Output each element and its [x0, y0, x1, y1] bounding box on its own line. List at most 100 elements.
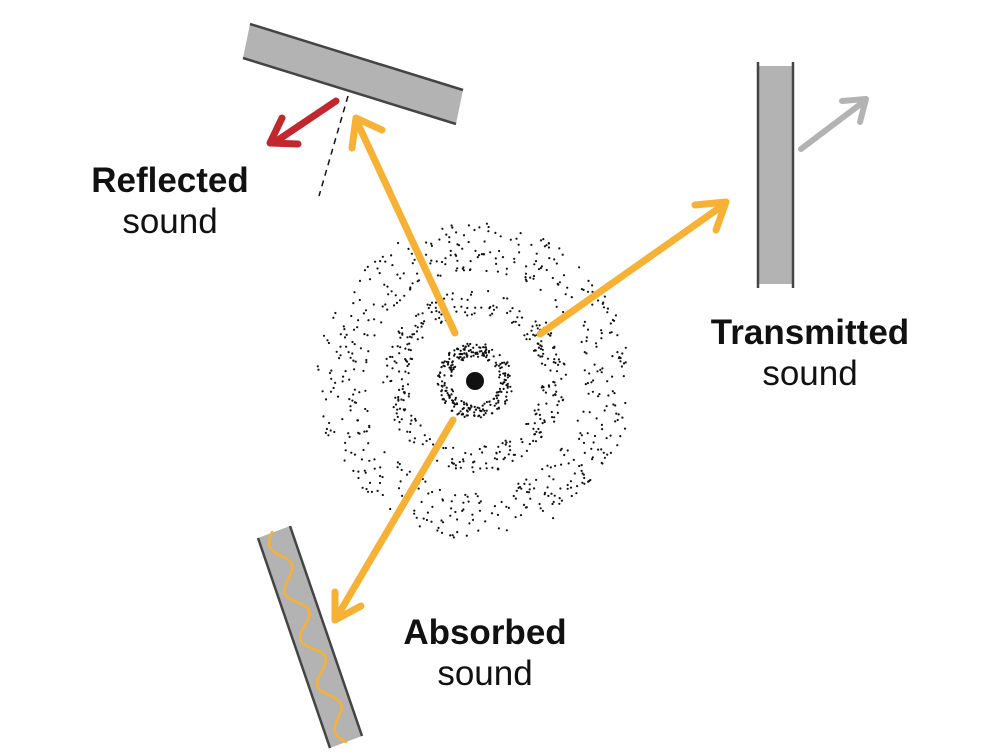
sound-wave-dot: [475, 343, 478, 346]
sound-wave-dot: [619, 356, 622, 360]
sound-wave-dot: [505, 441, 508, 444]
sound-wave-dot: [451, 534, 454, 537]
sound-wave-dot: [515, 237, 518, 240]
sound-wave-dot: [553, 358, 556, 361]
sound-wave-dot: [342, 325, 345, 328]
sound-wave-dot: [487, 230, 490, 233]
sound-wave-dot: [489, 314, 492, 317]
sound-wave-dot: [539, 355, 542, 358]
sound-wave-dot: [591, 390, 595, 393]
sound-wave-dot: [615, 412, 618, 415]
sound-wave-dot: [353, 343, 356, 346]
sound-wave-dot: [329, 429, 332, 432]
sound-wave-dot: [506, 361, 509, 364]
sound-wave-dot: [555, 370, 559, 373]
sound-wave-dot: [445, 386, 448, 389]
sound-wave-dot: [454, 365, 457, 368]
sound-wave-dot: [432, 443, 435, 446]
sound-wave-dot: [499, 382, 502, 385]
sound-wave-dot: [350, 451, 353, 454]
sound-wave-dot: [408, 335, 412, 338]
sound-wave-dot: [425, 253, 428, 256]
sound-wave-dot: [500, 366, 503, 369]
sound-wave-dots: [316, 222, 627, 539]
absorbed-subtitle: sound: [437, 654, 533, 694]
sound-wave-dot: [599, 368, 602, 371]
absorbed-wave-squiggle-icon: [267, 530, 348, 744]
sound-wave-dot: [383, 283, 386, 286]
sound-wave-dot: [606, 380, 609, 383]
sound-wave-dot: [363, 333, 366, 336]
sound-wave-dot: [436, 274, 440, 277]
sound-wave-dot: [365, 361, 368, 364]
sound-wave-dot: [556, 403, 559, 407]
sound-wave-dot: [484, 351, 487, 354]
sound-wave-dot: [473, 411, 476, 414]
sound-wave-dot: [496, 270, 499, 273]
sound-wave-dot: [484, 520, 487, 523]
sound-wave-dot: [477, 254, 481, 257]
sound-wave-dot: [441, 498, 444, 501]
sound-wave-dot: [519, 232, 522, 235]
sound-wave-dot: [538, 431, 541, 434]
sound-wave-dot: [600, 337, 603, 340]
sound-wave-dot: [464, 451, 467, 455]
sound-wave-dot: [553, 420, 556, 423]
sound-wave-dot: [368, 424, 371, 427]
sound-wave-dot: [364, 309, 368, 312]
sound-wave-dot: [367, 350, 370, 353]
arrow-to-absorber: [331, 416, 457, 624]
sound-wave-dot: [541, 355, 544, 358]
sound-wave-dot: [448, 366, 451, 369]
sound-wave-dot: [351, 399, 354, 402]
sound-wave-dot: [327, 434, 330, 437]
sound-wave-dot: [532, 277, 535, 280]
sound-wave-dot: [394, 294, 397, 297]
sound-wave-dot: [451, 226, 454, 229]
sound-wave-dot: [550, 332, 553, 335]
sound-wave-dot: [395, 361, 398, 364]
sound-wave-dot: [365, 358, 368, 362]
sound-wave-dot: [425, 518, 429, 522]
sound-wave-dot: [623, 427, 627, 430]
sound-wave-dot: [442, 397, 445, 400]
sound-wave-dot: [410, 419, 413, 422]
sound-wave-dot: [504, 402, 507, 405]
sound-wave-dot: [358, 298, 361, 302]
sound-wave-dot: [591, 458, 594, 461]
sound-wave-dot: [430, 259, 433, 262]
sound-wave-dot: [415, 330, 418, 333]
sound-wave-dot: [407, 363, 410, 366]
sound-wave-dot: [435, 310, 438, 313]
sound-wave-dot: [324, 431, 327, 434]
sound-wave-dot: [400, 398, 403, 401]
sound-wave-dot: [560, 447, 563, 450]
sound-wave-dot: [416, 338, 419, 341]
sound-wave-dot: [560, 499, 564, 502]
sound-wave-dot: [407, 395, 410, 398]
sound-wave-dot: [400, 418, 403, 421]
sound-wave-dot: [467, 349, 470, 352]
sound-wave-dot: [406, 364, 409, 368]
sound-wave-dot: [504, 363, 507, 366]
sound-wave-dot: [500, 500, 503, 504]
sound-wave-dot: [441, 385, 444, 388]
sound-wave-dot: [414, 324, 417, 327]
sound-wave-dot: [440, 531, 444, 535]
sound-wave-dot: [449, 534, 452, 537]
sound-wave-dot: [514, 320, 517, 323]
sound-wave-dot: [465, 414, 468, 417]
sound-wave-dot: [532, 275, 536, 278]
sound-wave-dot: [450, 399, 454, 402]
sound-wave-dot: [326, 339, 329, 342]
sound-wave-dot: [535, 252, 538, 255]
sound-wave-dot: [505, 395, 508, 398]
sound-wave-dot: [416, 326, 419, 329]
sound-wave-dot: [609, 322, 612, 325]
sound-wave-dot: [324, 398, 328, 401]
sound-wave-dot: [436, 459, 439, 462]
sound-wave-dot: [537, 346, 541, 349]
sound-wave-dot: [426, 511, 429, 514]
sound-wave-dot: [487, 351, 490, 354]
sound-wave-dot: [397, 487, 401, 490]
